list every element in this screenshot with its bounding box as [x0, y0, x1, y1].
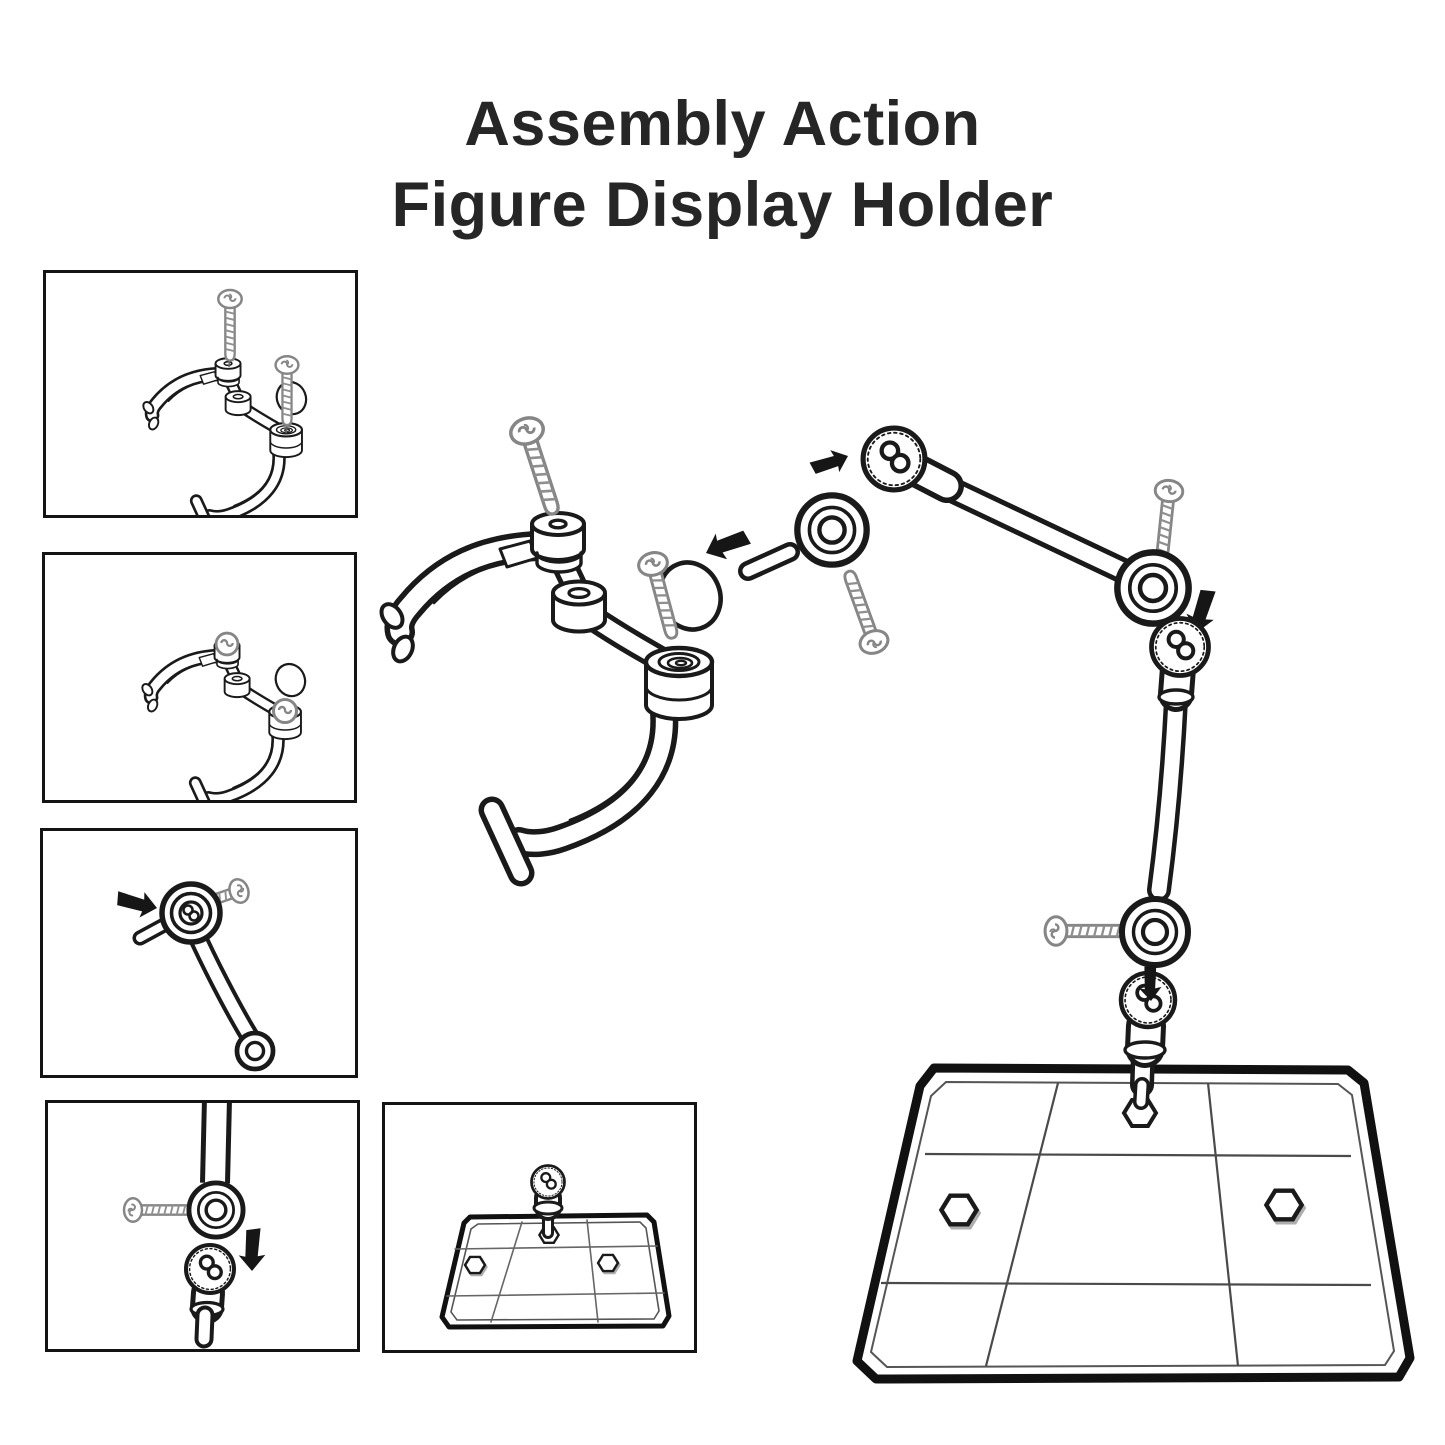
screw-head-icon — [272, 698, 298, 724]
ball-socket-joint — [159, 881, 223, 945]
upper-arm-eye-joint — [1117, 552, 1188, 623]
step-panel-4 — [45, 1100, 360, 1352]
step-1-drawing — [46, 288, 355, 515]
step-5-drawing — [439, 1164, 672, 1330]
page-title: Assembly Action Figure Display Holder — [0, 84, 1445, 245]
screw-top — [505, 412, 572, 521]
arrow-to-ball-icon — [808, 444, 853, 481]
ball-joint — [186, 1245, 234, 1293]
step-2-drawing — [45, 631, 354, 800]
base-plate-grid — [880, 1082, 1372, 1367]
hex-hole-right — [596, 1253, 620, 1273]
hex-hole-left — [463, 1255, 487, 1275]
arrow-down-icon — [238, 1228, 266, 1271]
upper-arm — [863, 428, 1151, 591]
clamp-assembly — [377, 513, 730, 873]
step-panel-5 — [382, 1102, 697, 1353]
lower-arm-eye-joint — [1122, 899, 1188, 965]
step-panel-1 — [43, 270, 358, 518]
screw-rod-end — [833, 565, 893, 659]
screw-lower-arm — [1043, 915, 1133, 947]
step-4-drawing — [122, 1103, 266, 1349]
screw-icon — [122, 1197, 196, 1223]
step-3-drawing — [113, 875, 355, 1075]
page-title-line2: Figure Display Holder — [391, 169, 1054, 240]
screw-head-icon — [214, 631, 240, 657]
screw-icon — [217, 288, 243, 362]
ball-peg — [530, 1164, 566, 1239]
base-ball-peg — [1121, 973, 1175, 1110]
step-panel-2 — [42, 552, 357, 803]
arrow-icon — [113, 886, 160, 921]
lower-arm — [1147, 619, 1209, 902]
hex-hole-right — [1266, 1191, 1301, 1220]
base-plate-small — [439, 1212, 672, 1330]
arm-ring-end — [237, 1033, 273, 1069]
elbow-eye-joint — [189, 1183, 243, 1237]
rod-end-joint — [738, 495, 867, 581]
hex-hole-left — [941, 1196, 976, 1225]
base-plate — [852, 1063, 1415, 1384]
arrow-to-clamp-icon — [700, 522, 753, 566]
page-title-line1: Assembly Action — [464, 89, 981, 159]
step-panel-3 — [40, 828, 358, 1078]
